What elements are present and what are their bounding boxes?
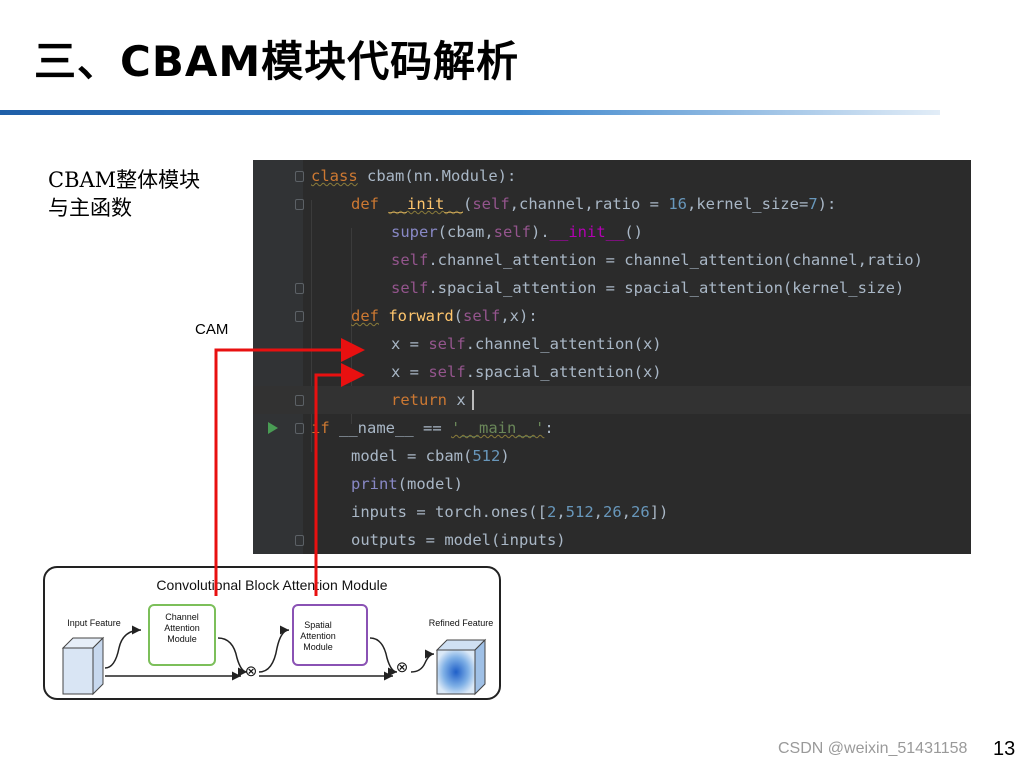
fold-marker-icon[interactable] xyxy=(295,171,304,182)
channel-attention-module: Channel Attention Module xyxy=(148,604,216,666)
code-line-12: print(model) xyxy=(351,475,463,493)
code-line-8: x = self.spacial_attention(x) xyxy=(391,363,662,381)
spatial-module-label: Spatial Attention Module xyxy=(300,620,336,652)
page-number: 13 xyxy=(993,738,1016,760)
multiply-icon: ⊗ xyxy=(244,663,258,680)
fold-marker-icon[interactable] xyxy=(295,535,304,546)
section-note: CBAM整体模块 与主函数 xyxy=(48,166,200,222)
code-line-2: def __init__(self,channel,ratio = 16,ker… xyxy=(253,190,971,218)
code-line-10: if __name__ == '__main__': xyxy=(253,414,971,442)
code-editor: class cbam(nn.Module): def __init__(self… xyxy=(253,160,971,554)
code-line-3: super(cbam,self).__init__() xyxy=(391,223,643,241)
channel-module-label: Channel Attention Module xyxy=(164,612,200,644)
code-line-9-current[interactable]: return x xyxy=(253,386,971,414)
input-feature-cube xyxy=(61,636,105,696)
text-caret xyxy=(472,390,474,410)
cbam-diagram: Convolutional Block Attention Module xyxy=(43,566,501,700)
code-line-11: model = cbam(512) xyxy=(351,447,510,465)
code-line-7: x = self.channel_attention(x) xyxy=(391,335,662,353)
cam-arrow xyxy=(214,338,365,596)
fold-marker-icon[interactable] xyxy=(295,283,304,294)
code-line-5: self.spacial_attention = spacial_attenti… xyxy=(253,274,971,302)
diagram-title: Convolutional Block Attention Module xyxy=(156,577,388,593)
multiply-icon: ⊗ xyxy=(395,659,409,676)
code-line-14: outputs = model(inputs) xyxy=(253,526,971,554)
run-icon[interactable] xyxy=(268,422,278,434)
slide-title: 三、CBAM模块代码解析 xyxy=(34,37,520,86)
spatial-attention-module: Spatial Attention Module xyxy=(292,604,368,666)
code-line-13: inputs = torch.ones([2,512,26,26]) xyxy=(351,503,669,521)
code-line-4: self.channel_attention = channel_attenti… xyxy=(391,251,923,269)
fold-marker-icon[interactable] xyxy=(295,199,304,210)
fold-marker-icon[interactable] xyxy=(295,423,304,434)
csdn-watermark: CSDN @weixin_51431158 xyxy=(778,740,968,757)
refined-feature-label: Refined Feature xyxy=(428,618,494,628)
cam-label: CAM xyxy=(195,321,229,338)
fold-marker-icon[interactable] xyxy=(295,311,304,322)
note-line-2: 与主函数 xyxy=(48,196,132,220)
editor-gutter xyxy=(253,160,303,554)
title-underline xyxy=(0,110,940,115)
refined-feature-cube xyxy=(435,638,487,696)
code-line-6: def forward(self,x): xyxy=(253,302,971,330)
sam-arrow xyxy=(314,363,365,596)
fold-marker-icon[interactable] xyxy=(295,395,304,406)
code-line-1: class cbam(nn.Module): xyxy=(253,162,971,190)
indent-guide xyxy=(351,228,352,340)
note-line-1: CBAM整体模块 xyxy=(48,168,201,192)
input-feature-label: Input Feature xyxy=(67,618,121,628)
indent-guide xyxy=(311,200,312,452)
